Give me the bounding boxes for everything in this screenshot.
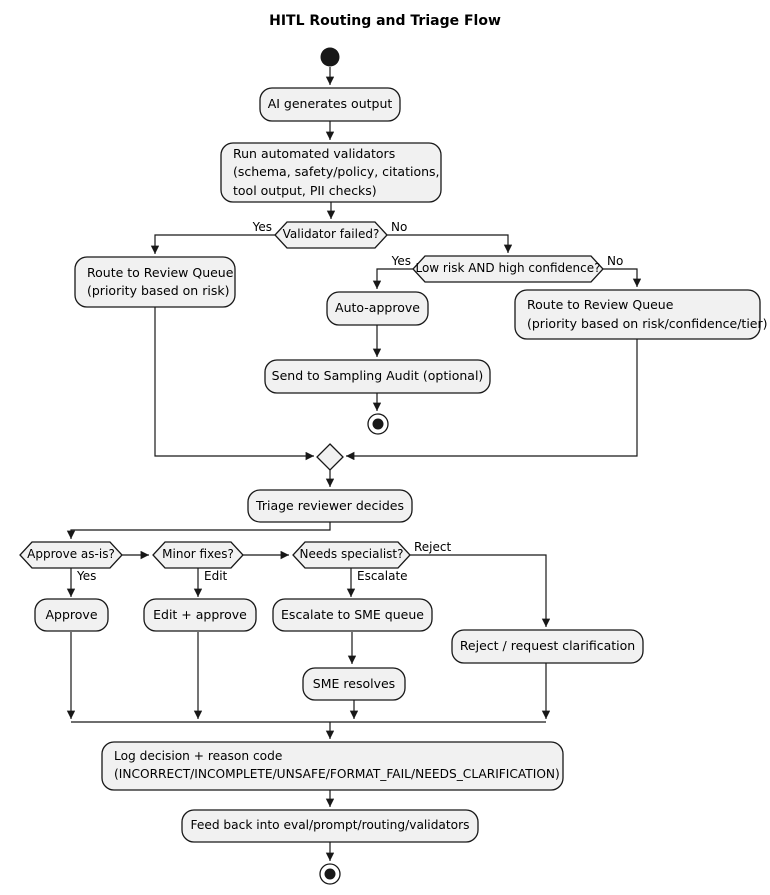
node-approve: Approve (45, 606, 98, 622)
decision-low-risk: Low risk AND high confidence? (415, 261, 601, 276)
end-node-top-dot (372, 418, 384, 430)
node-sampling-audit-shape (264, 359, 491, 394)
node-route-review-risk: Route to Review Queue (priority based on… (75, 257, 235, 307)
node-escalate-sme-shape (272, 598, 433, 632)
node-triage-shape (247, 489, 413, 523)
decision-approve-asis: Approve as-is? (27, 547, 115, 562)
run-validators-line1: Run automated validators (233, 146, 396, 162)
node-feedback: Feed back into eval/prompt/routing/valid… (190, 818, 470, 833)
node-sampling-audit: Send to Sampling Audit (optional) (271, 368, 484, 384)
route-tier-line1: Route to Review Queue (527, 297, 674, 313)
node-sme-resolves: SME resolves (312, 675, 396, 691)
run-validators-line3: tool output, PII checks) (233, 182, 377, 198)
node-approve-asis-shape (19, 541, 123, 569)
edge-label-needs-escalate: Escalate (357, 569, 408, 583)
node-approve-shape (34, 598, 109, 632)
start-node (320, 47, 340, 67)
node-ai-output: AI generates output (267, 96, 393, 112)
edge-label-lowrisk-yes: Yes (391, 254, 411, 268)
route-risk-line1: Route to Review Queue (87, 264, 234, 280)
edge-rightroute-merge (345, 339, 638, 461)
node-route-review-risk-shape (74, 256, 236, 308)
decision-needs-specialist: Needs specialist? (299, 547, 404, 562)
node-validator-failed-shape (274, 221, 388, 249)
node-shapes (19, 47, 761, 885)
edges (66, 67, 642, 862)
node-ai-output-shape (259, 87, 401, 122)
node-feedback-shape (181, 809, 479, 843)
node-reject-clarify: Reject / request clarification (459, 638, 636, 654)
node-triage-decides: Triage reviewer decides (256, 497, 404, 513)
edge-label-validator-yes: Yes (252, 220, 272, 234)
edge-leftroute-merge (154, 307, 315, 461)
node-route-review-tier: Route to Review Queue (priority based on… (515, 290, 768, 339)
edge-validator-yes (150, 234, 275, 255)
edge-label-minor-edit: Edit (204, 569, 228, 583)
decision-validator-failed: Validator failed? (282, 227, 380, 242)
route-tier-line2: (priority based on risk/confidence/tier) (527, 315, 768, 331)
log-decision-line1: Log decision + reason code (114, 749, 283, 764)
edge-label-needs-reject: Reject (414, 540, 452, 554)
node-run-validators: Run automated validators (schema, safety… (221, 143, 441, 202)
node-log-decision-shape (101, 741, 564, 791)
edge-validator-no (387, 234, 513, 254)
node-low-risk-shape (412, 255, 604, 283)
node-escalate-sme: Escalate to SME queue (281, 606, 424, 622)
edge-label-approve-yes: Yes (77, 569, 97, 583)
run-validators-line2: (schema, safety/policy, citations, (233, 164, 440, 180)
diagram-title: HITL Routing and Triage Flow (269, 13, 501, 29)
edge-lowrisk-no (603, 268, 642, 288)
edge-triage-approveasis (66, 522, 331, 540)
route-risk-line2: (priority based on risk) (87, 283, 230, 298)
edge-lowrisk-yes (372, 268, 413, 290)
node-reject-shape (451, 629, 644, 664)
node-edit-approve-shape (143, 598, 257, 632)
decision-minor-fixes: Minor fixes? (162, 547, 234, 562)
node-minor-fixes-shape (152, 541, 244, 569)
node-route-review-tier-shape (514, 289, 761, 340)
node-auto-approve-shape (326, 291, 429, 326)
node-log-decision: Log decision + reason code (INCORRECT/IN… (102, 742, 563, 790)
log-decision-line2: (INCORRECT/INCOMPLETE/UNSAFE/FORMAT_FAIL… (114, 767, 560, 781)
node-sme-resolves-shape (302, 667, 406, 701)
node-needs-specialist-shape (292, 541, 411, 569)
edge-label-validator-no: No (391, 220, 408, 234)
merge-diamond (316, 443, 344, 471)
edge-needs-reject (410, 554, 551, 628)
node-auto-approve: Auto-approve (335, 300, 420, 316)
node-edit-approve: Edit + approve (153, 606, 247, 622)
edge-label-lowrisk-no: No (607, 254, 624, 268)
node-run-validators-shape (220, 142, 442, 203)
end-node-bottom-dot (324, 868, 336, 880)
